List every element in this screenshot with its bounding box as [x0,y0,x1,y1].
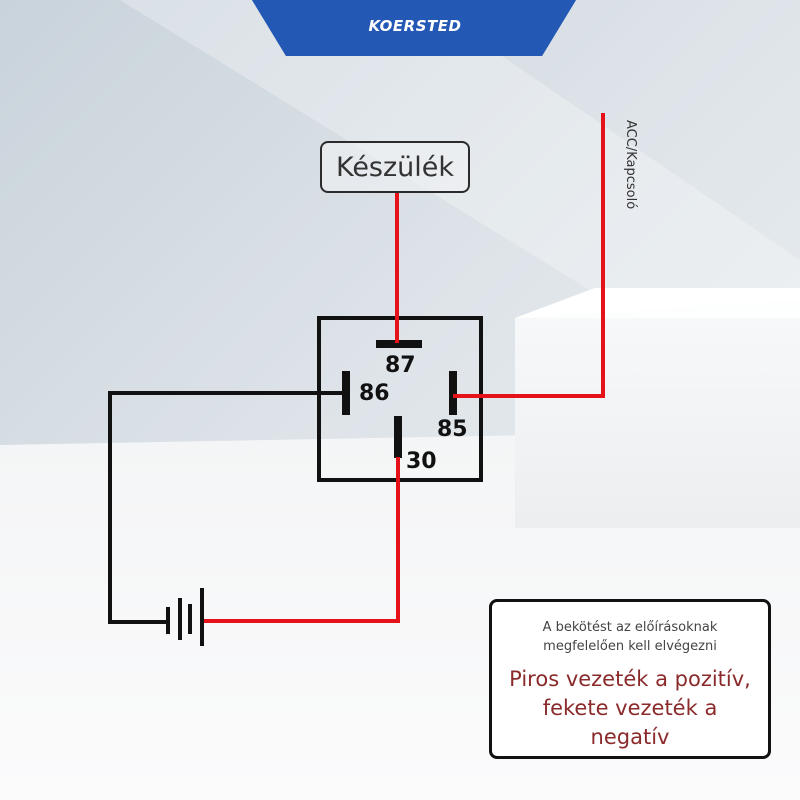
acc-switch-label: ACC/Kapcsoló [620,120,640,240]
note-line-2: megfelelően kell elvégezni [543,639,717,654]
pin-87-label: 87 [385,353,416,378]
note-emphasis-line-2: fekete vezeték a [542,696,718,720]
negative-wire-battery [108,391,346,624]
battery-icon [166,588,204,646]
pin-30-label: 30 [406,449,437,474]
wiring-note: A bekötést az előírásoknak megfelelően k… [489,599,771,759]
note-emphasis: Piros vezeték a pozitív, fekete vezeték … [492,665,768,752]
pin-87-contact [376,340,422,348]
device-box: Készülék [320,141,470,193]
note-line-1: A bekötést az előírásoknak [542,620,718,635]
pin-86-label: 86 [359,381,390,406]
device-label: Készülék [335,151,455,183]
acc-label-text: ACC/Kapcsoló [623,120,638,210]
brand-logo: KOERSTED [368,17,462,35]
pin-85-contact [449,371,457,415]
positive-wire-battery [200,457,400,623]
positive-wire-acc [453,113,605,398]
note-emphasis-line-1: Piros vezeték a pozitív, [509,667,751,691]
brand-banner [252,0,576,56]
pin-30-contact [394,416,402,458]
pin-85-label: 85 [437,417,468,442]
note-emphasis-line-3: negatív [590,725,670,749]
